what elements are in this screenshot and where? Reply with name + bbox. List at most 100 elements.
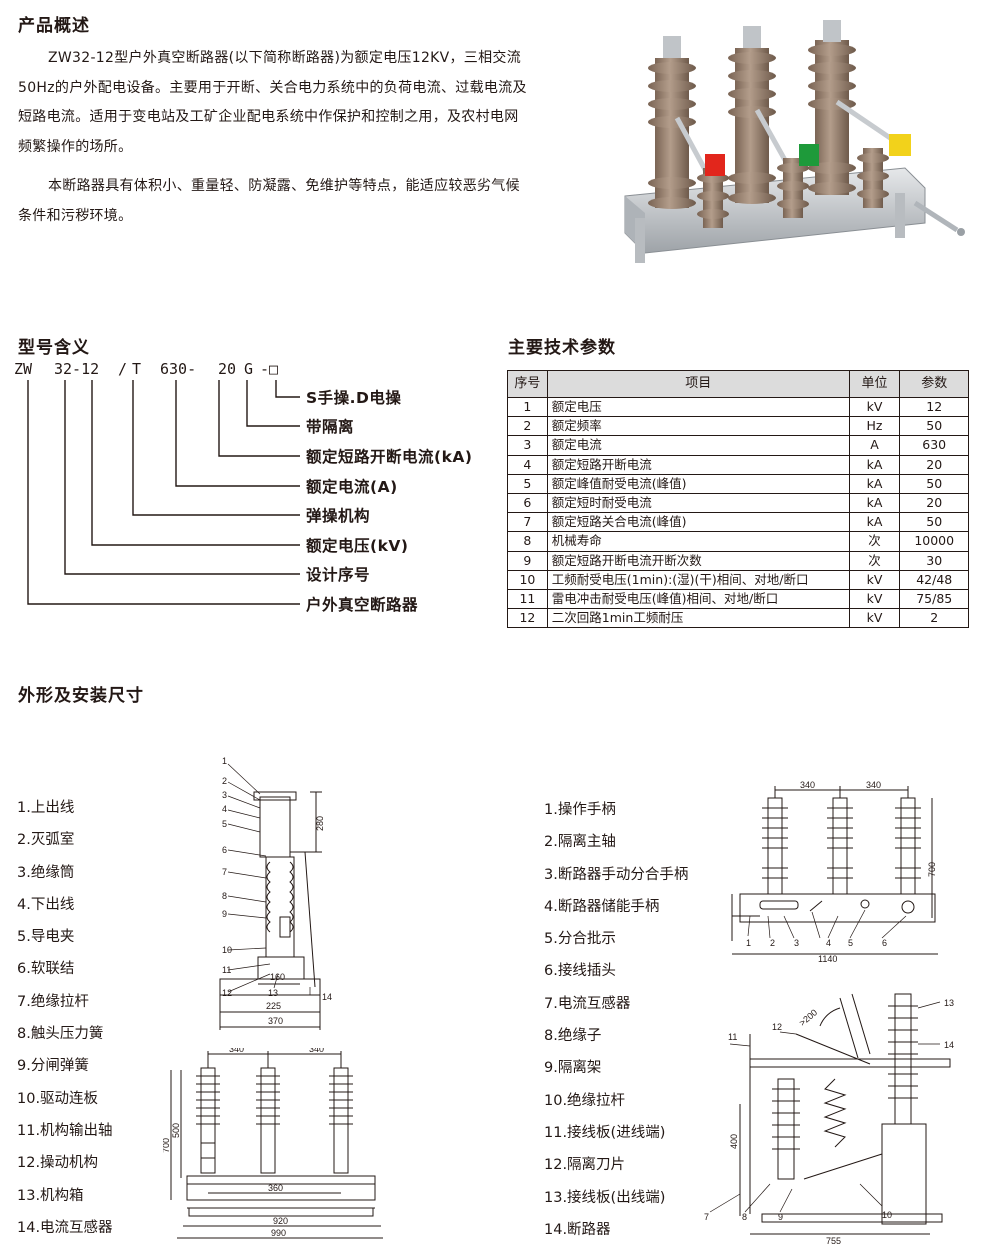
spec-cell-item: 雷电冲击耐受电压(峰值)相间、对地/断口 bbox=[546, 588, 850, 610]
side-dim-280: 280 bbox=[315, 816, 325, 831]
part-item: 2.灭弧室 bbox=[17, 832, 75, 849]
part-item: 9.分闸弹簧 bbox=[17, 1058, 89, 1075]
top-right-drawing: 340 340 700 1140 1 2 3 4 5 6 bbox=[731, 780, 938, 964]
code-part-breaking: 20 bbox=[218, 360, 237, 378]
pole-1 bbox=[648, 36, 696, 209]
front-dim-360: 360 bbox=[268, 1183, 283, 1193]
part-item: 6.软联结 bbox=[17, 961, 75, 978]
tr-callout-2: 2 bbox=[770, 938, 775, 948]
spec-cell-item: 额定电压 bbox=[546, 396, 850, 418]
side-callout-4: 4 bbox=[222, 804, 227, 814]
side-callout-12: 12 bbox=[222, 988, 232, 998]
part-item: 3.绝缘筒 bbox=[17, 864, 75, 881]
side-callout-8: 8 bbox=[222, 891, 227, 901]
tr-callout-5: 5 bbox=[848, 938, 853, 948]
yellow-flag-icon bbox=[889, 134, 911, 156]
part-item: 6.接线插头 bbox=[544, 963, 616, 980]
model-label-design-number: 设计序号 bbox=[306, 566, 371, 584]
part-item: 11.机构输出轴 bbox=[17, 1122, 113, 1139]
tr-dim-340-a: 340 bbox=[800, 780, 815, 790]
part-item: 4.下出线 bbox=[17, 896, 75, 913]
tr-dim-340-b: 340 bbox=[866, 780, 881, 790]
side-callout-7: 7 bbox=[222, 867, 227, 877]
front-view-drawing: 340 340 500 700 360 920 990 bbox=[163, 1048, 383, 1239]
model-label-isolation: 带隔离 bbox=[306, 418, 355, 436]
spec-cell-unit: kA bbox=[848, 454, 901, 475]
spec-cell-item: 额定峰值耐受电流(峰值) bbox=[546, 473, 850, 494]
br-callout-11: 11 bbox=[728, 1032, 737, 1042]
spec-cell-value: 30 bbox=[899, 550, 969, 571]
side-callout-14: 14 bbox=[322, 992, 332, 1002]
br-callout-9: 9 bbox=[778, 1212, 783, 1222]
spec-cell-value: 630 bbox=[899, 435, 969, 456]
part-item: 9.隔离架 bbox=[544, 1060, 602, 1077]
bottom-right-drawing: 11 12 13 14 7 8 9 10 >200 400 755 bbox=[704, 993, 954, 1246]
spec-cell-value: 20 bbox=[899, 454, 969, 475]
front-dim-990: 990 bbox=[271, 1228, 286, 1238]
part-item: 14.电流互感器 bbox=[17, 1219, 113, 1236]
br-callout-7: 7 bbox=[704, 1212, 709, 1222]
spec-cell-no: 12 bbox=[507, 608, 548, 629]
spec-cell-no: 2 bbox=[507, 416, 548, 437]
tr-dim-700: 700 bbox=[927, 862, 937, 877]
side-callout-13: 13 bbox=[268, 988, 278, 998]
part-item: 5.导电夹 bbox=[17, 929, 75, 946]
spec-cell-item: 机械寿命 bbox=[546, 531, 850, 552]
tr-callout-1: 1 bbox=[746, 938, 751, 948]
model-label-spring-mechanism: 弹操机构 bbox=[306, 507, 371, 525]
part-item: 3.断路器手动分合手柄 bbox=[544, 866, 689, 883]
part-item: 5.分合批示 bbox=[544, 931, 616, 948]
spec-cell-no: 1 bbox=[507, 396, 548, 418]
br-dim-200: >200 bbox=[797, 1007, 819, 1028]
br-callout-8: 8 bbox=[742, 1212, 747, 1222]
part-item: 12.隔离刀片 bbox=[544, 1157, 626, 1174]
side-callout-11: 11 bbox=[222, 965, 231, 975]
side-callout-9: 9 bbox=[222, 909, 227, 919]
spec-cell-unit: 次 bbox=[848, 531, 901, 552]
spec-header-item: 项目 bbox=[546, 370, 850, 398]
spec-cell-item: 工频耐受电压(1min):(湿)(干)相间、对地/断口 bbox=[546, 569, 850, 590]
spec-cell-unit: kA bbox=[848, 512, 901, 533]
spec-cell-unit: kA bbox=[848, 492, 901, 514]
pole-2 bbox=[728, 26, 776, 204]
side-dim-370: 370 bbox=[268, 1016, 283, 1026]
spec-cell-unit: kV bbox=[848, 608, 901, 629]
dims-title: 外形及安装尺寸 bbox=[18, 686, 144, 706]
side-callout-5: 5 bbox=[222, 819, 227, 829]
side-callout-6: 6 bbox=[222, 845, 227, 855]
part-item: 12.操动机构 bbox=[17, 1155, 99, 1172]
product-photo bbox=[624, 20, 965, 263]
br-callout-13: 13 bbox=[944, 998, 954, 1008]
spec-cell-item: 额定短路开断电流 bbox=[546, 454, 850, 475]
spec-cell-value: 50 bbox=[899, 512, 969, 533]
br-callout-12: 12 bbox=[772, 1022, 782, 1032]
spec-cell-item: 二次回路1min工频耐压 bbox=[546, 608, 850, 629]
part-item: 10.绝缘拉杆 bbox=[544, 1092, 626, 1109]
side-callout-1: 1 bbox=[222, 756, 227, 766]
spec-cell-value: 50 bbox=[899, 473, 969, 494]
tr-callout-6: 6 bbox=[882, 938, 887, 948]
spec-cell-value: 42/48 bbox=[899, 569, 969, 590]
model-label-breaking-current: 额定短路开断电流(kA) bbox=[306, 448, 473, 466]
side-callout-2: 2 bbox=[222, 776, 227, 786]
side-dim-225: 225 bbox=[266, 1001, 281, 1011]
tr-callout-4: 4 bbox=[826, 938, 831, 948]
spec-header-row: 序号 项目 单位 参数 bbox=[507, 370, 969, 398]
part-item: 11.接线板(进线端) bbox=[544, 1124, 666, 1141]
part-item: 13.接线板(出线端) bbox=[544, 1189, 666, 1206]
part-item: 1.上出线 bbox=[17, 800, 75, 816]
spec-cell-value: 50 bbox=[899, 416, 969, 437]
spec-cell-item: 额定电流 bbox=[546, 435, 850, 456]
spec-cell-no: 3 bbox=[507, 435, 548, 456]
model-label-operation: S手操.D电操 bbox=[306, 389, 402, 407]
spec-cell-no: 4 bbox=[507, 454, 548, 475]
overview-text: ZW32-12型户外真空断路器(以下简称断路器)为额定电压12KV，三相交流50… bbox=[18, 44, 530, 231]
